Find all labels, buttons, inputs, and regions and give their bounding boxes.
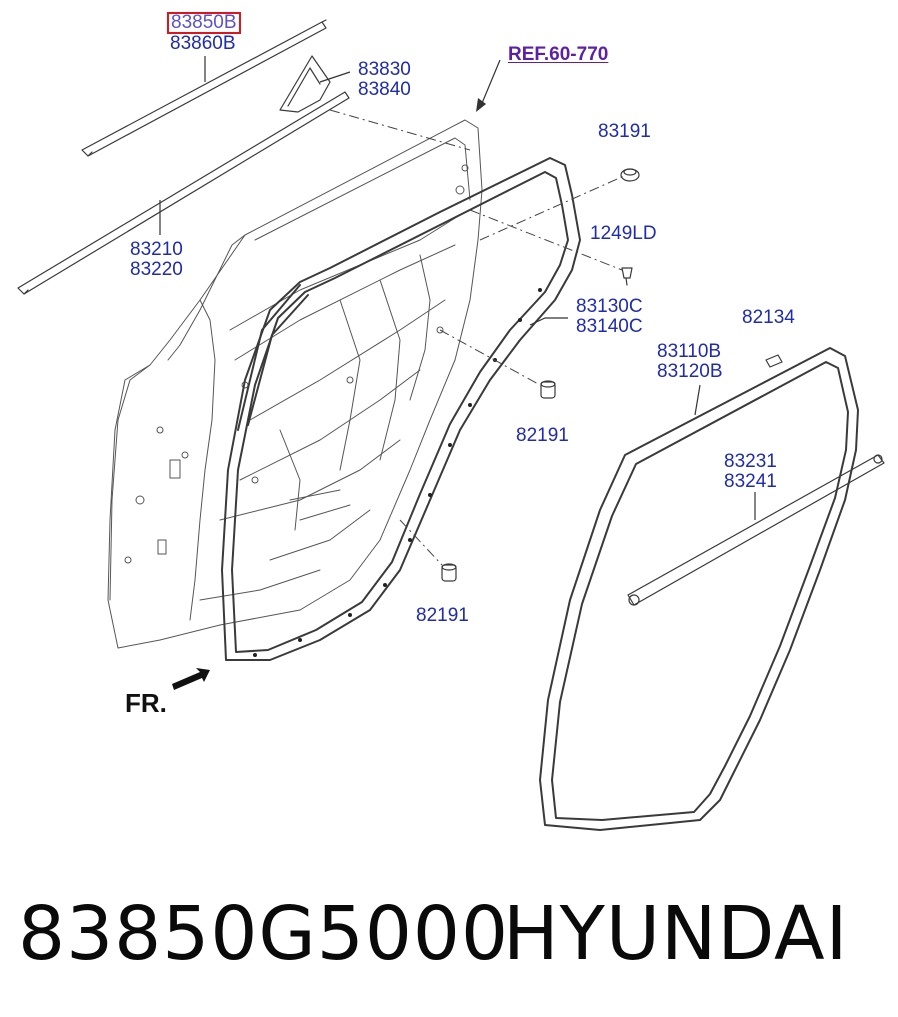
exploded-parts-diagram (17, 19, 885, 831)
belt-molding-inner-drawing (17, 91, 350, 295)
callout-belt-outer: 83850B 83860B (167, 12, 241, 54)
part-number: 83850G5000 (18, 891, 510, 977)
callout-stopper-low: 82191 (416, 605, 469, 626)
door-weatherstrip-drawing (221, 157, 581, 661)
plug-drawing (620, 168, 640, 182)
body-weatherstrip-drawing (539, 347, 859, 831)
callout-plug: 83191 (598, 121, 651, 142)
direction-label: FR. (125, 688, 167, 718)
callout-belt-inner: 83210 83220 (130, 239, 183, 280)
callout-body-seal: 83110B 83120B (657, 341, 723, 382)
callout-stopper-mid: 82191 (516, 425, 569, 446)
leader-body-seal (694, 384, 701, 416)
brand-name: HYUNDAI (503, 891, 849, 977)
delta-molding-drawing (279, 55, 331, 113)
callout-highlighted-part[interactable]: 83850B (167, 12, 241, 34)
ref-arrowhead (476, 98, 486, 112)
screw-drawing (621, 267, 633, 286)
leader-delta (319, 71, 351, 83)
callout-door-seal: 83130C 83140C (576, 296, 643, 337)
callout-screw: 1249LD (590, 223, 657, 244)
reference-label[interactable]: REF.60-770 (508, 44, 609, 65)
door-panel-drawing (107, 119, 483, 649)
bumper-drawing (765, 354, 783, 368)
stopper-drawing-2 (441, 563, 457, 582)
leader-ref (479, 59, 501, 109)
front-arrow-icon (172, 668, 210, 690)
glass-run-channel-drawing (627, 454, 885, 606)
callout-delta-molding: 83830 83840 (358, 59, 411, 100)
callout-channel: 83231 83241 (724, 451, 777, 492)
stopper-drawing-1 (540, 380, 556, 399)
leader-seal (529, 317, 568, 326)
callout-bumper: 82134 (742, 307, 795, 328)
belt-molding-outer-drawing (81, 19, 327, 157)
